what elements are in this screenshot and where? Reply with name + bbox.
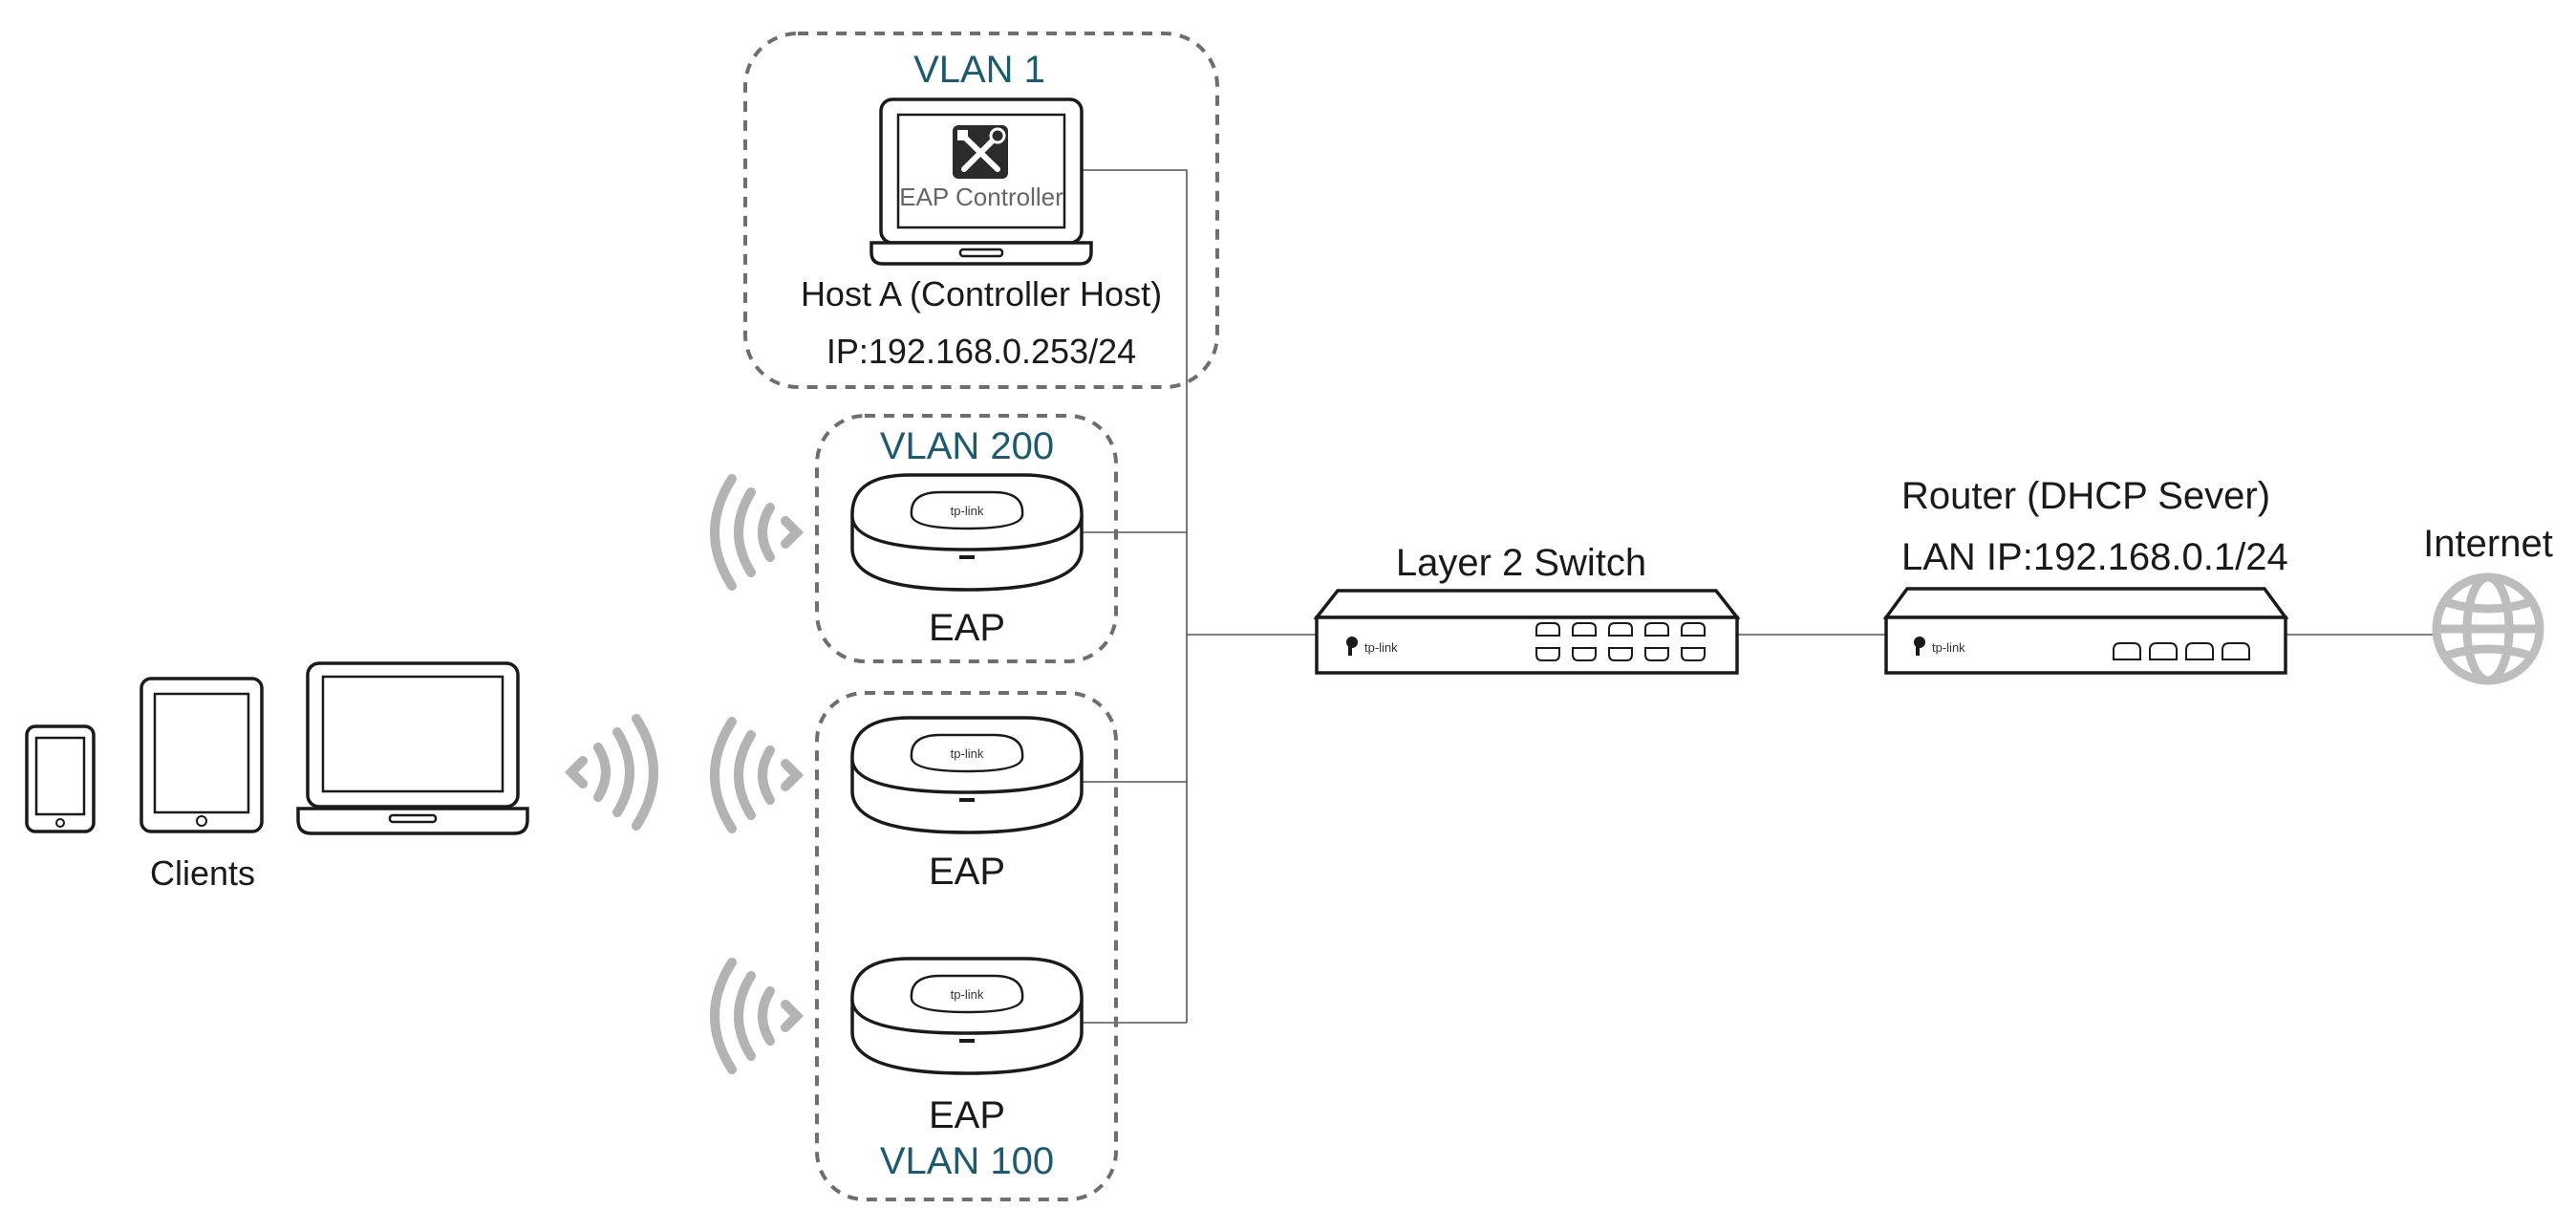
vlan1-boundary — [743, 32, 1219, 389]
switch-label: Layer 2 Switch — [1396, 542, 1646, 584]
tablet-icon — [140, 677, 264, 833]
vlan100-boundary — [815, 691, 1118, 1201]
eap-label-1: EAP — [929, 607, 1005, 649]
tools-icon — [953, 125, 1008, 179]
wifi-signal-icon-eap-2 — [710, 717, 805, 833]
globe-icon — [2432, 572, 2544, 685]
wifi-signal-icon-eap-3 — [710, 958, 805, 1074]
eap-device-1: tp-link — [850, 473, 1084, 592]
svg-text:tp-link: tp-link — [1932, 640, 1965, 655]
router-title: Router (DHCP Sever) — [1901, 475, 2270, 517]
laptop-icon — [296, 661, 529, 835]
controller-host-name: Host A (Controller Host) — [801, 274, 1162, 313]
eap-brand-3: tp-link — [951, 987, 984, 1002]
switch-logo: tp-link — [1346, 637, 1398, 656]
vlan200-label: VLAN 200 — [880, 425, 1054, 467]
eap-brand-1: tp-link — [951, 504, 984, 518]
vlan1-label: VLAN 1 — [913, 49, 1045, 91]
eap-label-3: EAP — [929, 1094, 1005, 1136]
vlan200-boundary — [815, 414, 1118, 663]
router: tp-link — [1882, 587, 2289, 675]
phone-icon — [25, 724, 96, 833]
wifi-signal-icon-eap-1 — [710, 474, 805, 591]
vlan100-label: VLAN 100 — [880, 1140, 1054, 1182]
clients-label: Clients — [150, 853, 255, 893]
wire-controller — [1082, 169, 1188, 1023]
eap-device-2: tp-link — [850, 716, 1084, 834]
connection-lines — [1082, 169, 2436, 1024]
router-ip: LAN IP:192.168.0.1/24 — [1901, 536, 2288, 578]
eap-brand-2: tp-link — [951, 746, 984, 761]
svg-text:tp-link: tp-link — [1364, 640, 1398, 655]
controller-host-ip: IP:192.168.0.253/24 — [826, 332, 1136, 371]
layer2-switch: tp-link — [1313, 589, 1741, 675]
switch-ports — [1535, 622, 1706, 661]
controller-host-laptop: EAP Controller — [869, 97, 1093, 266]
router-logo: tp-link — [1914, 637, 1965, 656]
eap-device-3: tp-link — [850, 957, 1084, 1075]
internet-label: Internet — [2423, 523, 2553, 565]
router-ports — [2113, 642, 2250, 660]
eap-label-2: EAP — [929, 851, 1005, 893]
wifi-signal-icon-clients — [564, 714, 658, 831]
eap-controller-label: EAP Controller — [899, 183, 1063, 211]
